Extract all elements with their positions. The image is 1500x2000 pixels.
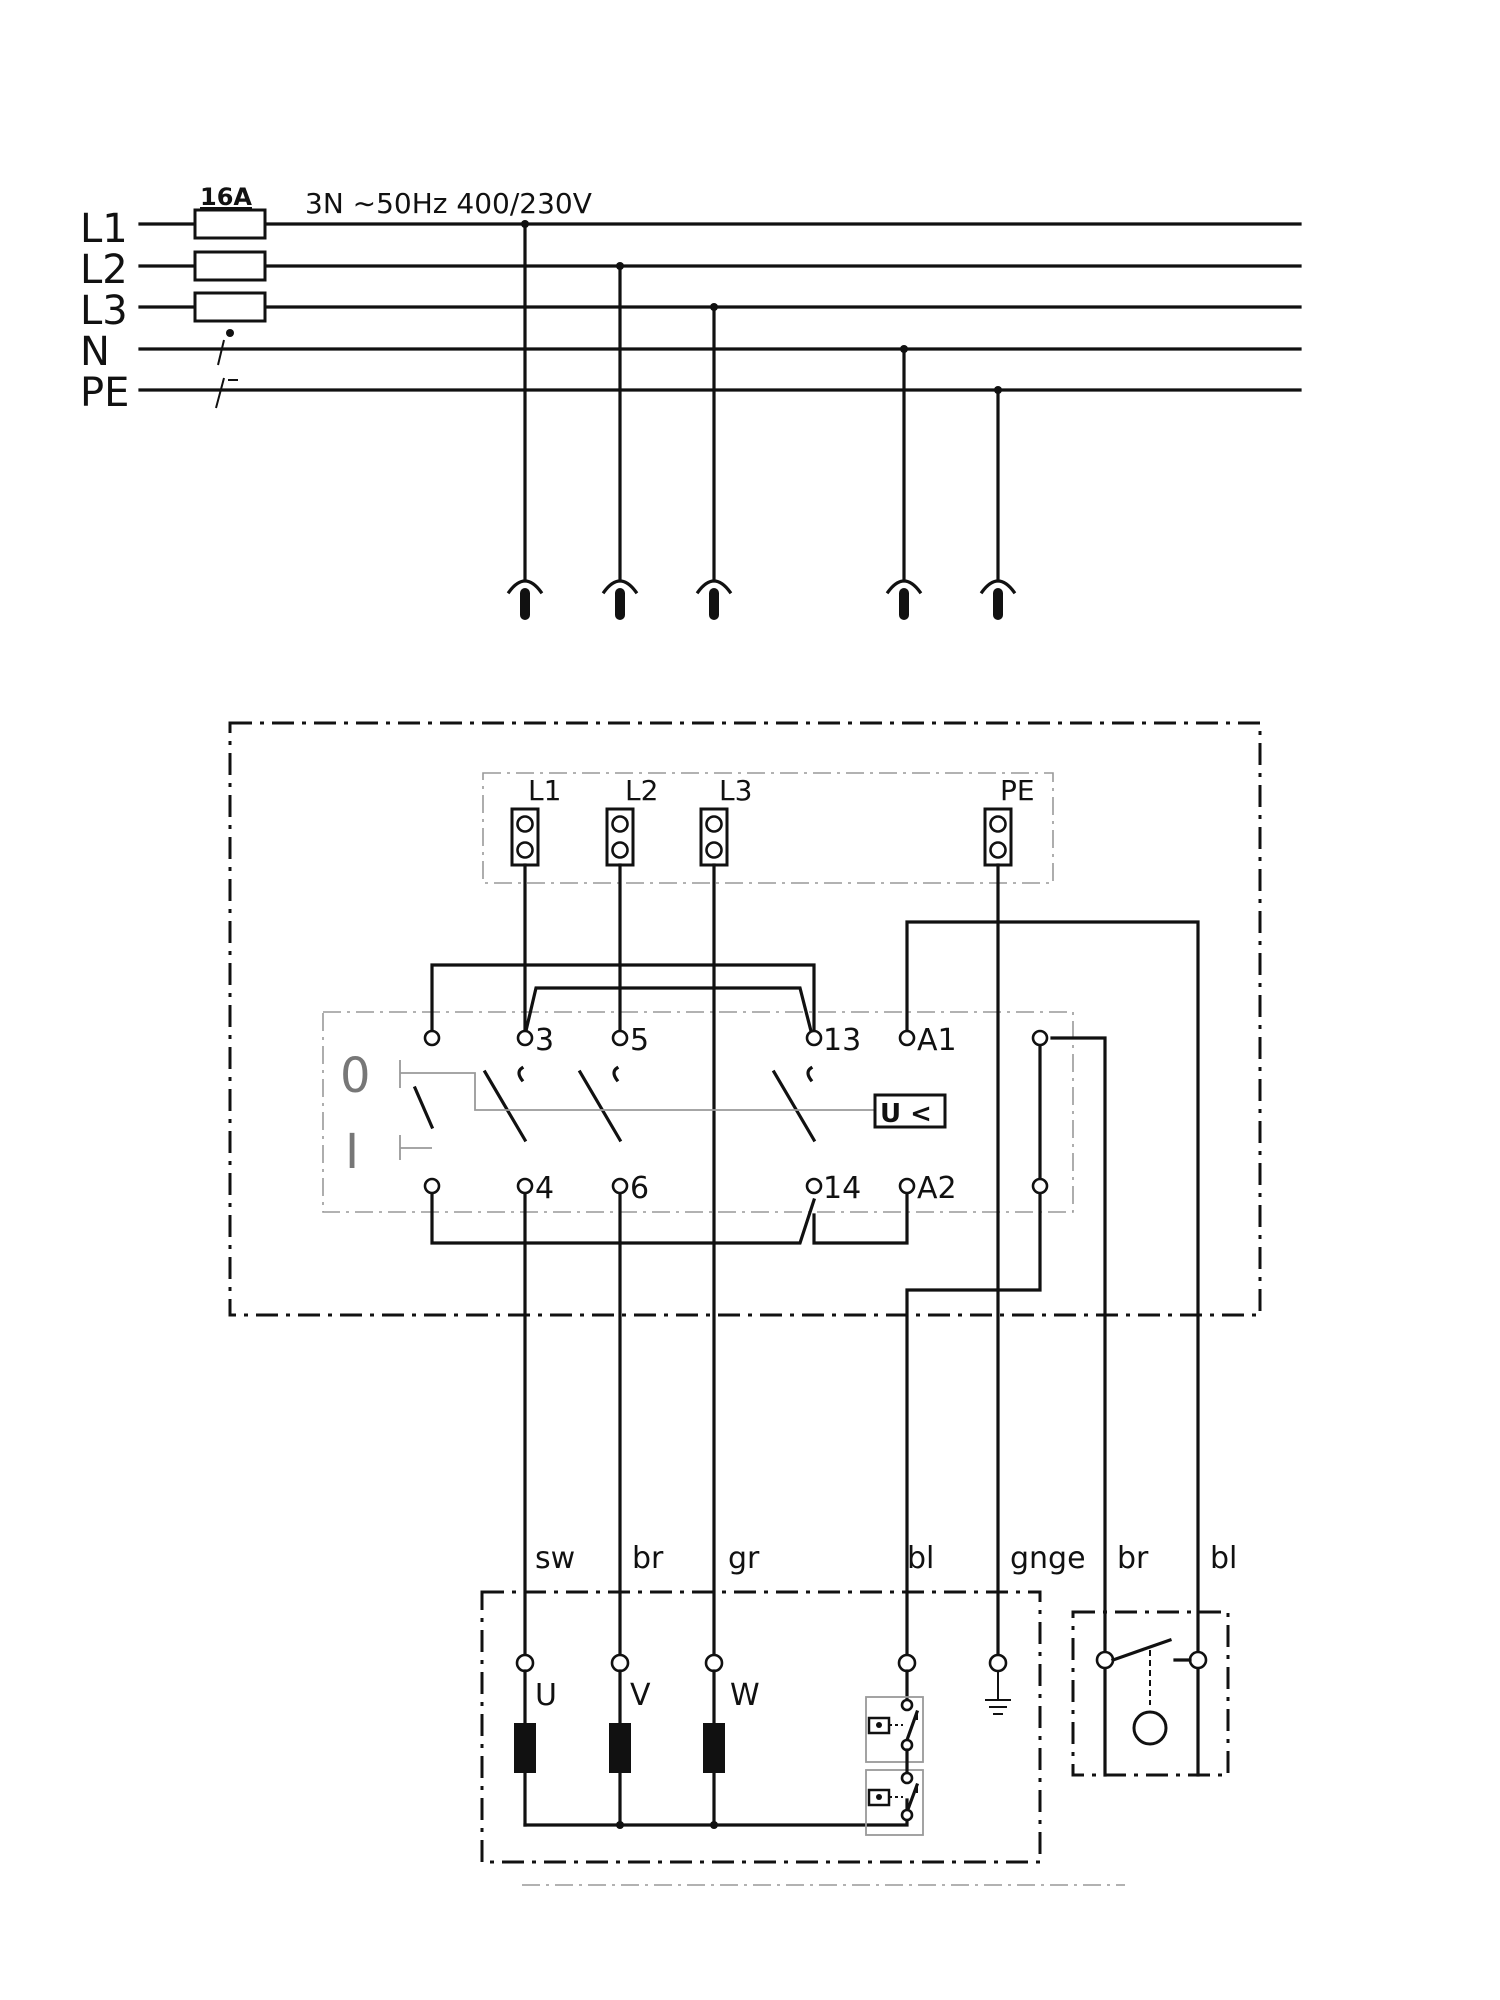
plug-pin-icon (601, 579, 639, 620)
winding-icon (514, 1723, 536, 1773)
ground-icon (985, 1671, 1011, 1715)
cable-color-gr: gr (728, 1541, 760, 1576)
motor-enclosure (480, 1590, 1042, 1864)
motor-terminals (515, 1653, 1008, 1673)
mechanical-linkage (399, 1060, 875, 1160)
motor-terminal-w: W (730, 1678, 760, 1713)
terminal-clamp-icon (699, 807, 729, 867)
control-wiring (430, 920, 1200, 1777)
winding-icon (703, 1723, 725, 1773)
switch-contacts (412, 1065, 817, 1143)
motor-terminal-v: V (630, 1678, 651, 1713)
thermal-contact-icons (865, 1669, 924, 1836)
position-label-1: I (345, 1124, 359, 1180)
cable-color-sw: sw (535, 1541, 575, 1576)
plug-pin-icon (695, 579, 733, 620)
main-wires (523, 863, 1000, 1657)
supply-spec: 3N ∼50Hz 400/230V (305, 187, 592, 220)
cable-color-br-2: br (1117, 1541, 1149, 1576)
winding-icon (609, 1723, 631, 1773)
switch-frame (322, 1011, 1074, 1213)
terminal-clamp-icon (510, 807, 540, 867)
fuse-icons (193, 208, 267, 409)
switch-terminal-3: 3 (535, 1023, 554, 1058)
terminal-clamp-icon (605, 807, 635, 867)
switch-enclosure (228, 721, 1262, 1317)
bus-labels: L1 L2 L3 N PE (80, 206, 129, 416)
motor-winding-icons (514, 1669, 909, 1829)
fuse-icon (193, 291, 267, 323)
switch-terminal-13: 13 (823, 1023, 861, 1058)
bus-label-n: N (80, 329, 110, 375)
bus-label-l3: L3 (80, 288, 128, 334)
pressure-switch-icon (1095, 1637, 1208, 1746)
terminal-block-labels: L1 L2 L3 PE (528, 774, 1035, 807)
terminal-block-frame (482, 772, 1054, 884)
motor-terminal-labels: U V W (535, 1678, 760, 1713)
switch-terminal-labels: 3 5 13 A1 4 6 14 A2 (535, 1023, 957, 1206)
cable-color-br: br (632, 1541, 664, 1576)
position-label-0: 0 (340, 1048, 371, 1104)
switch-terminal-a1: A1 (917, 1023, 957, 1058)
switch-terminals (423, 1029, 1049, 1195)
motor-terminal-u: U (535, 1678, 557, 1713)
cable-color-labels: sw br gr bl gnge br bl (535, 1541, 1237, 1576)
fuse-icon (193, 208, 267, 240)
cable-color-bl-2: bl (1210, 1541, 1237, 1576)
plug-pin-icon (979, 579, 1017, 620)
plug-pin-icon (506, 579, 544, 620)
bus-label-l2: L2 (80, 247, 128, 293)
fuse-icon (193, 250, 267, 282)
plug-connector-icons (506, 579, 1017, 620)
terminal-label-l1: L1 (528, 774, 561, 807)
terminal-label-l3: L3 (719, 774, 752, 807)
fuse-rating: 16A (200, 183, 252, 211)
switch-terminal-14: 14 (823, 1171, 861, 1206)
supply-taps (521, 220, 1002, 582)
cable-color-bl: bl (907, 1541, 934, 1576)
switch-terminal-4: 4 (535, 1171, 554, 1206)
bus-label-pe: PE (80, 370, 129, 416)
switch-terminal-a2: A2 (917, 1171, 957, 1206)
bus-label-l1: L1 (80, 206, 128, 252)
cable-color-gnge: gnge (1010, 1541, 1086, 1576)
terminal-clamp-icon (983, 807, 1013, 867)
terminal-label-pe: PE (1000, 774, 1035, 807)
bus-lines (138, 222, 1302, 392)
relay-label: U < (880, 1099, 932, 1129)
switch-terminal-5: 5 (630, 1023, 649, 1058)
pressure-switch-enclosure (1071, 1610, 1230, 1777)
switch-terminal-6: 6 (630, 1171, 649, 1206)
terminal-label-l2: L2 (625, 774, 658, 807)
undervoltage-relay-box (873, 1093, 947, 1129)
terminal-clamp-icons (510, 807, 1013, 867)
plug-pin-icon (885, 579, 923, 620)
